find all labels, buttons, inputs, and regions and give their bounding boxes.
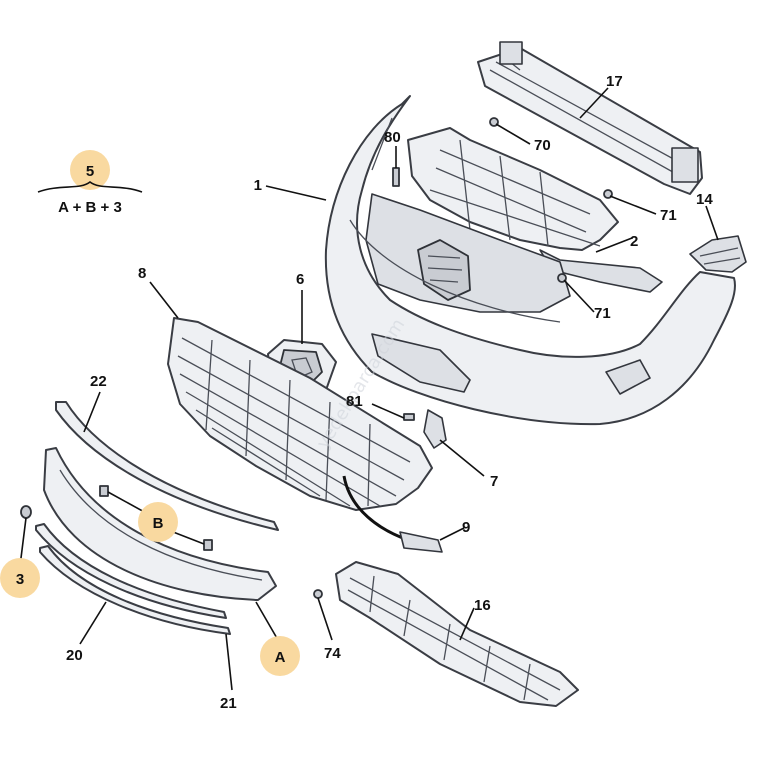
label-2: 2 xyxy=(630,233,638,250)
part-8-grille xyxy=(167,317,433,511)
callout-A-label: A xyxy=(275,649,286,666)
label-20: 20 xyxy=(66,647,83,664)
label-6: 6 xyxy=(296,271,304,288)
label-74: 74 xyxy=(324,645,341,662)
callout-5: 5 xyxy=(70,150,110,190)
label-17: 17 xyxy=(606,73,623,90)
label-9: 9 xyxy=(462,519,470,536)
callout-3-label: 3 xyxy=(16,571,24,588)
part-7-bracket xyxy=(423,409,447,449)
label-7: 7 xyxy=(490,473,498,490)
label-8: 8 xyxy=(138,265,146,282)
label-80: 80 xyxy=(384,129,401,146)
label-21: 21 xyxy=(220,695,237,712)
formula-brace xyxy=(37,180,143,193)
label-71-lower: 71 xyxy=(594,305,611,322)
callout-A: A xyxy=(260,636,300,676)
callout-B-label: B xyxy=(153,515,164,532)
callout-B: B xyxy=(138,502,178,542)
part-9-clip xyxy=(342,475,443,553)
kit-formula: A + B + 3 xyxy=(37,180,143,216)
part-21-lower-strip xyxy=(35,523,227,619)
formula-text: A + B + 3 xyxy=(58,199,122,216)
part-1-bumper-cover xyxy=(324,95,736,426)
part-3-plug xyxy=(20,505,32,519)
label-70: 70 xyxy=(534,137,551,154)
part-22-trim-strip xyxy=(55,401,279,531)
part-2-bracket xyxy=(407,127,663,293)
leader-lines xyxy=(19,87,719,691)
part-20-lower-strip xyxy=(39,545,231,635)
part-16-absorber-beam xyxy=(335,561,579,707)
label-1: 1 xyxy=(254,177,262,194)
callout-5-label: 5 xyxy=(86,163,94,180)
label-71-upper: 71 xyxy=(660,207,677,224)
label-22: 22 xyxy=(90,373,107,390)
label-81: 81 xyxy=(346,393,363,410)
label-16: 16 xyxy=(474,597,491,614)
part-A-lower-garnish xyxy=(43,447,277,601)
part-B-clips xyxy=(99,485,213,551)
part-number-labels: 1 17 70 80 71 14 2 71 8 6 81 7 9 16 74 2… xyxy=(66,73,713,712)
part-17-upper-crossbar xyxy=(477,41,703,195)
part-14-side-bracket xyxy=(689,235,747,273)
label-14: 14 xyxy=(696,191,713,208)
callout-3: 3 xyxy=(0,558,40,598)
